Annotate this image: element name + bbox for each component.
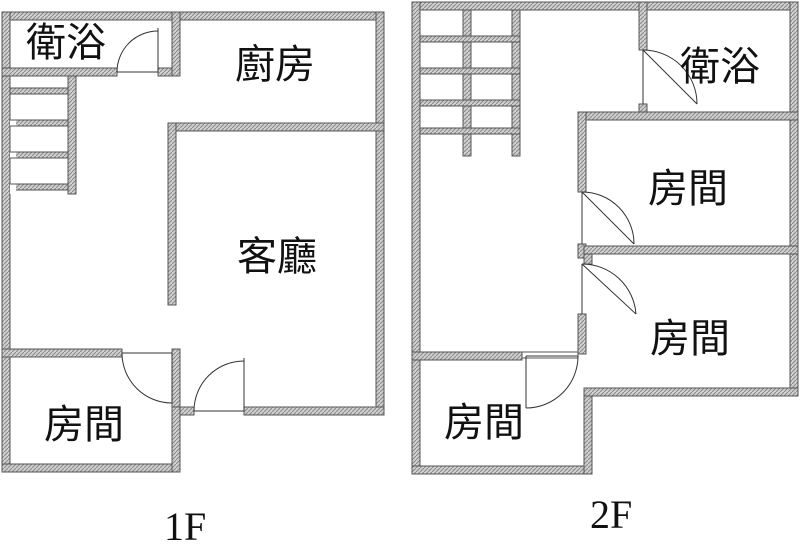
- wall: [167, 122, 385, 132]
- wall: [583, 387, 593, 475]
- wall: [583, 253, 593, 265]
- floor-2f: [411, 1, 799, 475]
- room-label-2f-bedroom-upper: 房間: [648, 166, 728, 212]
- wall: [1, 11, 385, 21]
- wall: [419, 99, 521, 107]
- floor-label-2f: 2F: [590, 492, 632, 537]
- stair-step: [9, 125, 69, 153]
- wall: [10, 94, 16, 194]
- wall: [419, 67, 521, 75]
- room-label-1f-bath: 衛浴: [26, 20, 106, 66]
- wall: [167, 122, 177, 306]
- staircase-icon: [9, 93, 69, 121]
- wall: [521, 351, 579, 359]
- door-swing-icon: [525, 355, 579, 409]
- floor-label-1f: 1F: [164, 504, 206, 549]
- door-swing-icon: [581, 191, 635, 245]
- wall: [9, 151, 69, 159]
- wall: [411, 1, 799, 11]
- wall: [375, 11, 385, 416]
- room-label-1f-kitchen: 廚房: [235, 42, 315, 88]
- door-swing-icon: [121, 352, 173, 404]
- room-label-2f-bedroom-left: 房間: [444, 400, 524, 446]
- wall: [577, 111, 587, 193]
- door-swing-icon: [116, 28, 159, 73]
- wall: [638, 1, 648, 51]
- door-swing-icon: [642, 49, 698, 105]
- room-label-1f-living: 客廳: [237, 234, 317, 280]
- wall: [577, 313, 587, 355]
- wall: [243, 406, 385, 416]
- wall: [1, 11, 11, 473]
- stairs-1f: [9, 93, 69, 185]
- wall: [1, 67, 118, 77]
- wall: [411, 465, 593, 475]
- wall: [789, 1, 799, 397]
- wall: [511, 9, 521, 157]
- wall: [1, 463, 181, 473]
- wall: [9, 119, 69, 127]
- wall: [419, 127, 521, 135]
- room-label-2f-bath: 衛浴: [680, 44, 760, 90]
- door-swing-icon: [193, 358, 245, 412]
- wall: [1, 348, 123, 358]
- wall: [411, 351, 523, 361]
- wall: [171, 406, 181, 473]
- wall: [419, 35, 521, 43]
- wall: [577, 111, 799, 121]
- wall: [411, 1, 421, 475]
- wall: [583, 245, 799, 255]
- wall: [462, 9, 472, 157]
- wall: [67, 75, 77, 195]
- wall: [171, 348, 181, 408]
- wall: [9, 183, 69, 191]
- room-label-1f-bedroom: 房間: [44, 402, 124, 448]
- room-label-2f-bedroom-lower: 房間: [650, 316, 730, 362]
- wall: [583, 387, 799, 397]
- wall: [171, 11, 181, 77]
- wall: [9, 87, 69, 95]
- stair-step: [9, 157, 69, 185]
- door-swing-icon: [581, 263, 637, 315]
